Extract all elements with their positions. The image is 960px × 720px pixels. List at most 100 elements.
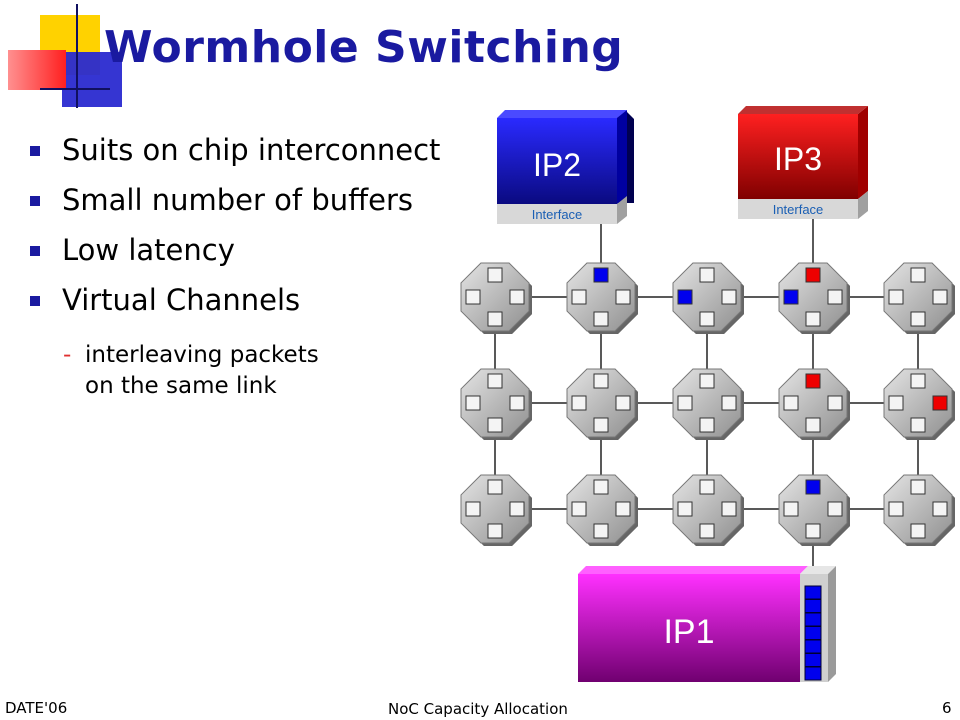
router bbox=[883, 368, 955, 440]
router-buffer-slot bbox=[805, 373, 821, 389]
router-buffer-slot bbox=[509, 395, 525, 411]
router bbox=[778, 262, 850, 334]
router-buffer-slot bbox=[888, 395, 904, 411]
router-body bbox=[672, 262, 742, 332]
router-buffer-slot bbox=[615, 289, 631, 305]
router-buffer-slot bbox=[487, 267, 503, 283]
router-body bbox=[778, 474, 848, 544]
ip1-buffer-slot bbox=[804, 653, 822, 667]
ip3-interface-label: Interface bbox=[773, 202, 824, 217]
router-buffer-slot bbox=[888, 289, 904, 305]
router-buffer-slot bbox=[699, 311, 715, 327]
router-buffer-slot bbox=[615, 395, 631, 411]
router-grid bbox=[460, 262, 955, 546]
ip3-block: IP3 Interface bbox=[738, 106, 868, 219]
router-buffer-slot bbox=[699, 373, 715, 389]
router-body bbox=[778, 262, 848, 332]
router-body bbox=[566, 368, 636, 438]
sub-bullet-dash: - bbox=[63, 342, 72, 368]
router bbox=[883, 262, 955, 334]
router-buffer-slot bbox=[932, 395, 948, 411]
ip1-top bbox=[578, 566, 808, 574]
router-buffer-slot bbox=[805, 267, 821, 283]
router-buffer-slot bbox=[805, 417, 821, 433]
ip2-box bbox=[497, 118, 617, 204]
router-buffer-slot bbox=[593, 479, 609, 495]
bullet-text: Virtual Channels bbox=[62, 283, 301, 317]
router-buffer-slot bbox=[805, 523, 821, 539]
bullet-item: Small number of buffers bbox=[30, 180, 440, 230]
router-body bbox=[672, 368, 742, 438]
router-buffer-slot bbox=[509, 289, 525, 305]
bullet-item: Virtual Channels bbox=[30, 280, 440, 330]
router bbox=[566, 474, 638, 546]
router-buffer-slot bbox=[805, 479, 821, 495]
router-body bbox=[778, 368, 848, 438]
bullet-square-icon bbox=[30, 196, 40, 206]
ip3-label: IP3 bbox=[774, 141, 822, 177]
router-body bbox=[460, 262, 530, 332]
router bbox=[566, 262, 638, 334]
ip1-buffer-slot bbox=[804, 639, 822, 654]
router-buffer-slot bbox=[910, 523, 926, 539]
ip1-buffer-slot bbox=[804, 585, 822, 600]
router-buffer-slot bbox=[827, 395, 843, 411]
ip2-interface-bar bbox=[497, 204, 617, 224]
router-buffer-slot bbox=[888, 501, 904, 517]
router-buffer-slot bbox=[509, 501, 525, 517]
router-buffer-slot bbox=[932, 289, 948, 305]
router-buffer-slot bbox=[805, 311, 821, 327]
router-buffer-slot bbox=[783, 395, 799, 411]
router bbox=[460, 368, 532, 440]
router-buffer-slot bbox=[571, 289, 587, 305]
router-buffer-slot bbox=[677, 289, 693, 305]
router-buffer-slot bbox=[487, 311, 503, 327]
router-buffer-slot bbox=[699, 417, 715, 433]
ip1-buffer-stack bbox=[804, 585, 822, 681]
bullet-list: Suits on chip interconnect Small number … bbox=[30, 130, 440, 330]
ip1-interface-side bbox=[828, 566, 836, 682]
router bbox=[672, 368, 744, 440]
router-buffer-slot bbox=[487, 373, 503, 389]
router bbox=[672, 262, 744, 334]
ip1-box bbox=[578, 574, 800, 682]
router-buffer-slot bbox=[910, 311, 926, 327]
ip2-label: IP2 bbox=[533, 147, 581, 183]
router-buffer-slot bbox=[721, 501, 737, 517]
page-title: Wormhole Switching bbox=[104, 22, 624, 73]
sub-bullet-line: interleaving packets bbox=[85, 342, 319, 368]
bullet-item: Low latency bbox=[30, 230, 440, 280]
ip3-side bbox=[858, 106, 868, 199]
router-buffer-slot bbox=[487, 523, 503, 539]
bullet-text: Small number of buffers bbox=[62, 183, 413, 217]
router-buffer-slot bbox=[615, 501, 631, 517]
sub-bullet: - interleaving packets on the same link bbox=[63, 340, 319, 402]
ip1-label: IP1 bbox=[663, 613, 714, 651]
router-buffer-slot bbox=[465, 289, 481, 305]
router-buffer-slot bbox=[910, 373, 926, 389]
ip3-top bbox=[738, 106, 868, 114]
router-buffer-slot bbox=[571, 501, 587, 517]
corner-blue-square bbox=[62, 52, 122, 107]
router-body bbox=[566, 262, 636, 332]
ip3-box bbox=[738, 114, 858, 199]
router-buffer-slot bbox=[910, 417, 926, 433]
router-buffer-slot bbox=[593, 523, 609, 539]
router bbox=[672, 474, 744, 546]
router-body bbox=[883, 474, 953, 544]
router-buffer-slot bbox=[593, 417, 609, 433]
router-body bbox=[883, 262, 953, 332]
corner-vertical-line bbox=[76, 4, 78, 108]
router-buffer-slot bbox=[827, 501, 843, 517]
router-buffer-slot bbox=[910, 267, 926, 283]
ip1-block: IP1 bbox=[578, 566, 836, 682]
bullet-item: Suits on chip interconnect bbox=[30, 130, 440, 180]
router-buffer-slot bbox=[721, 395, 737, 411]
bullet-square-icon bbox=[30, 246, 40, 256]
bullet-text: Suits on chip interconnect bbox=[62, 133, 441, 167]
router-buffer-slot bbox=[783, 501, 799, 517]
router bbox=[778, 368, 850, 440]
ip2-block: IP2 Interface bbox=[497, 110, 634, 224]
router-buffer-slot bbox=[593, 311, 609, 327]
ip3-interface-bar bbox=[738, 199, 858, 219]
